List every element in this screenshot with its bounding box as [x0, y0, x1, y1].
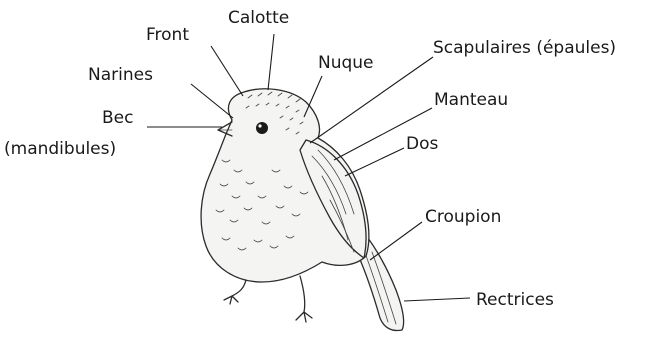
label-mandibules: (mandibules): [4, 139, 116, 159]
label-bec: Bec: [102, 108, 133, 128]
label-dos: Dos: [406, 134, 438, 154]
label-front: Front: [146, 25, 189, 45]
label-scapulaires: Scapulaires (épaules): [433, 38, 616, 58]
label-manteau: Manteau: [434, 90, 508, 110]
label-calotte: Calotte: [228, 8, 289, 28]
label-narines: Narines: [88, 65, 153, 85]
label-rectrices: Rectrices: [476, 290, 554, 310]
label-croupion: Croupion: [425, 207, 501, 227]
label-nuque: Nuque: [318, 53, 374, 73]
bird-illustration: [201, 89, 404, 331]
